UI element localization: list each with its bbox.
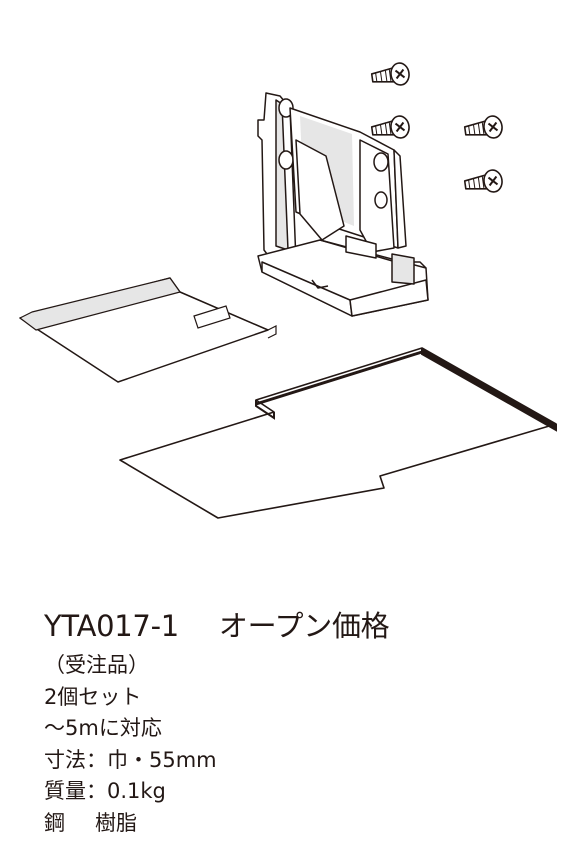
order-note: （受注品） — [44, 653, 149, 677]
screw-icon — [369, 60, 412, 90]
wall-bracket-drawing — [257, 92, 429, 317]
length-note: ～5mに対応 — [44, 716, 162, 740]
screw-icon — [369, 113, 412, 143]
product-title-line: YTA017-1 オープン価格 — [44, 604, 564, 648]
material-steel: 鋼 — [44, 810, 65, 835]
material-resin: 樹脂 — [95, 810, 137, 835]
material-line: 鋼 樹脂 — [44, 808, 564, 840]
screw-icon — [462, 167, 505, 197]
mounting-sheet-drawing — [119, 347, 557, 519]
price-text: オープン価格 — [218, 609, 390, 643]
weight-text: 質量：0.1kg — [44, 779, 166, 803]
model-number: YTA017-1 — [44, 609, 179, 643]
cover-plate-drawing — [19, 277, 277, 383]
screw-icon — [462, 113, 505, 143]
product-spec: YTA017-1 オープン価格 （受注品） 2個セット ～5mに対応 寸法：巾・5… — [44, 604, 564, 839]
product-illustration — [19, 60, 557, 519]
set-note: 2個セット — [44, 684, 142, 709]
dimension-text: 寸法：巾・55mm — [44, 747, 217, 772]
